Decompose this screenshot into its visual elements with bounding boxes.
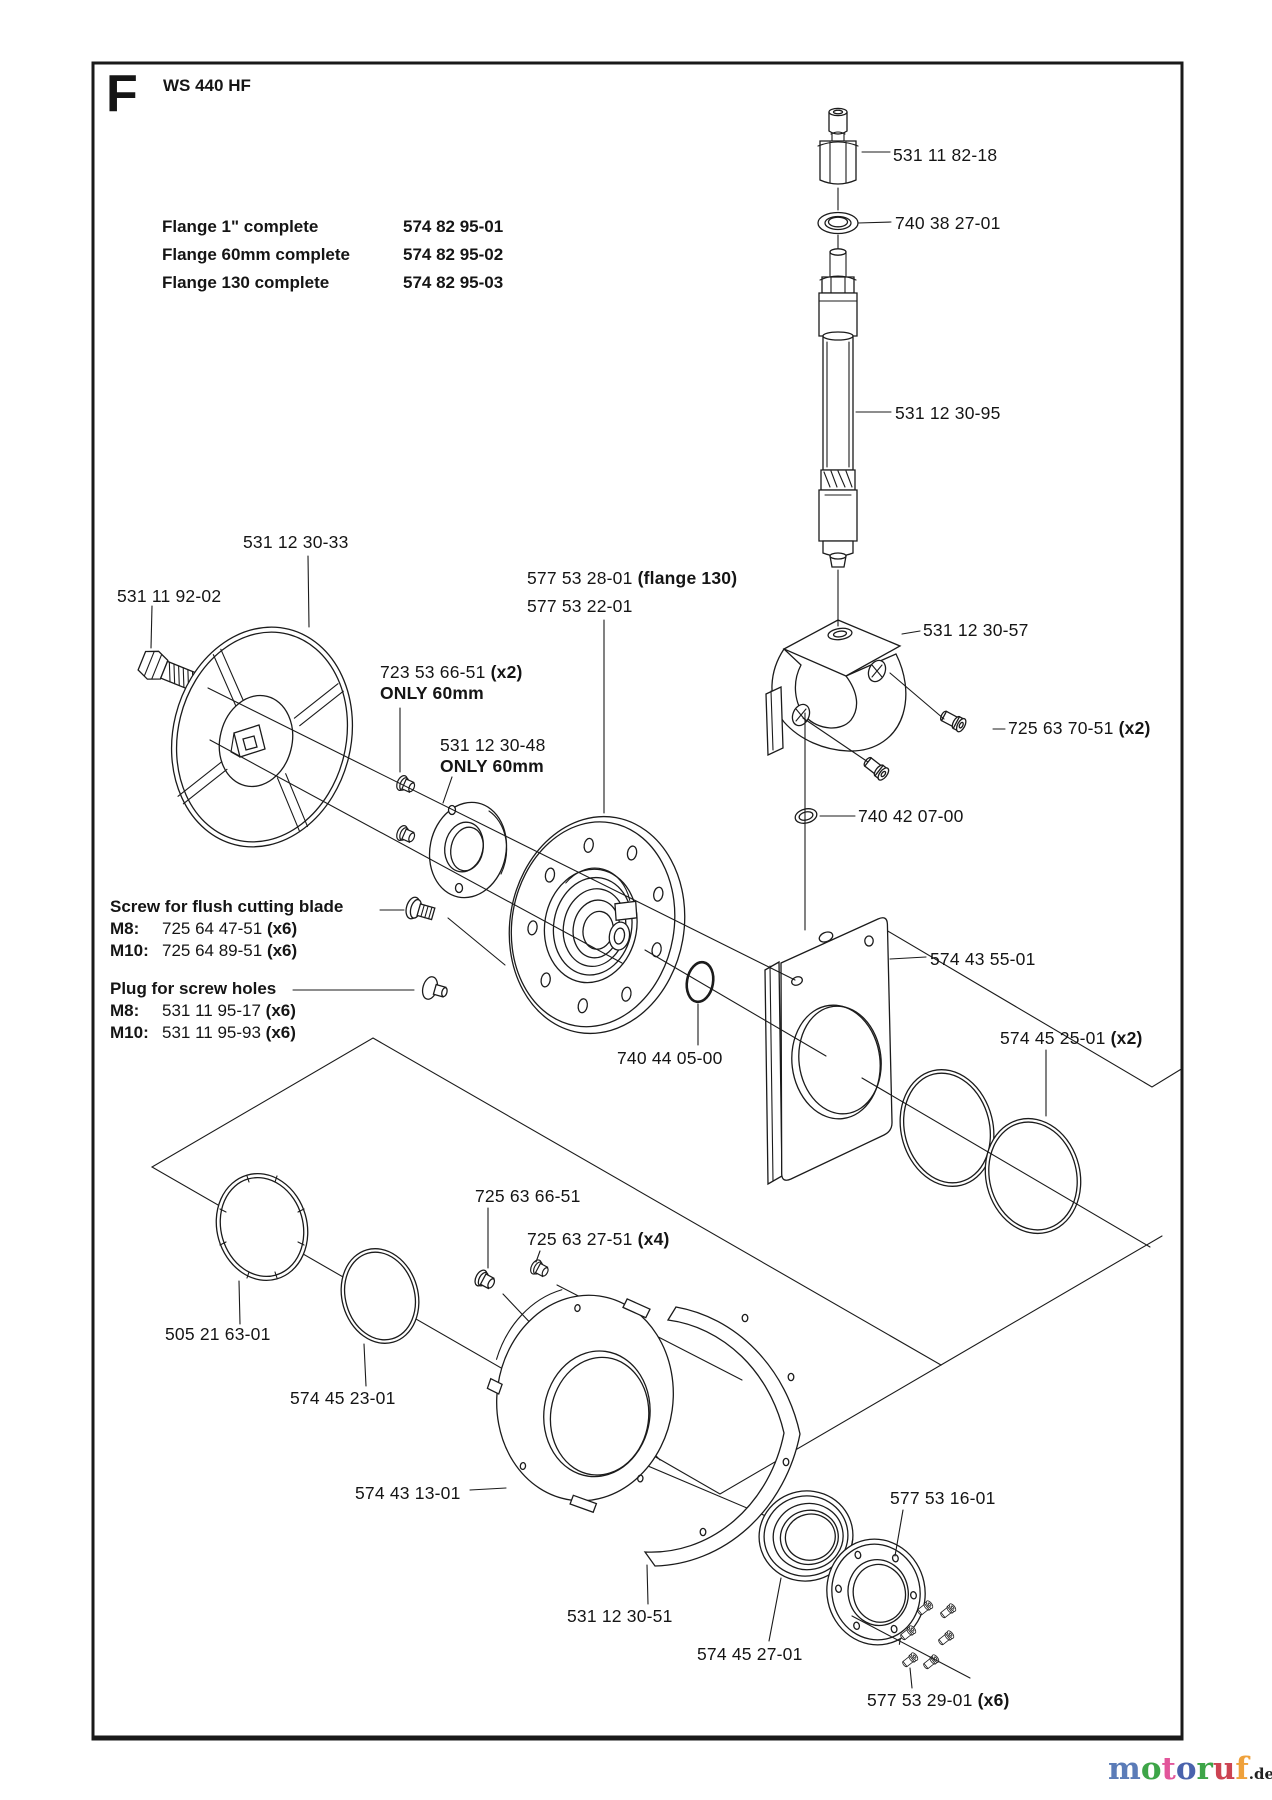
spacer-flange-drawing bbox=[428, 801, 508, 899]
label-outer-flange: 577 53 16-01 bbox=[890, 1488, 996, 1508]
inner-flange-disc-drawing bbox=[170, 626, 354, 848]
flush-screw-icon bbox=[405, 896, 436, 921]
flange-table-row: Flange 1" complete 574 82 95-01 bbox=[162, 213, 503, 241]
logo-letter: t bbox=[1161, 1751, 1176, 1787]
water-tube-drawing bbox=[818, 248, 858, 568]
flange-number: 574 82 95-03 bbox=[403, 273, 504, 292]
spacer-screw-1 bbox=[394, 773, 418, 797]
label-flange-bolt: 531 11 92-02 bbox=[117, 586, 222, 606]
label-bearing-housing: 531 12 30-57 bbox=[923, 620, 1029, 640]
label-oring: 740 42 07-00 bbox=[858, 806, 964, 826]
label-seal-ring: 505 21 63-01 bbox=[165, 1324, 271, 1344]
label-flange-screws6: 577 53 29-01 (x6) bbox=[867, 1690, 1010, 1710]
logo-letter: o bbox=[1140, 1751, 1162, 1787]
label-guard-segment: 531 12 30-51 bbox=[567, 1606, 673, 1626]
motoruf-logo: motoruf.de bbox=[1108, 1752, 1272, 1786]
housing-screw-2 bbox=[860, 754, 892, 783]
guard-segment-drawing bbox=[643, 1306, 801, 1567]
section-letter: F bbox=[106, 65, 138, 123]
label-blade-flange: 577 53 22-01 bbox=[527, 596, 633, 616]
logo-letter: m bbox=[1108, 1751, 1141, 1787]
label-guard-screw: 725 63 66-51 bbox=[475, 1186, 581, 1206]
label-washer: 740 38 27-01 bbox=[895, 213, 1001, 233]
label-hub-oring: 740 44 05-00 bbox=[617, 1048, 723, 1068]
flange-name: Flange 1" complete bbox=[162, 217, 319, 236]
plug-block: Plug for screw holes M8:531 11 95-17 (x6… bbox=[110, 979, 296, 1042]
guard-screw4-icon bbox=[527, 1257, 552, 1281]
label-support-ring: 574 45 23-01 bbox=[290, 1388, 396, 1408]
label-spacer-screws: 723 53 66-51 (x2) ONLY 60mm bbox=[380, 662, 523, 703]
mounting-plate-drawing bbox=[764, 917, 893, 1186]
flange-name: Flange 60mm complete bbox=[162, 245, 351, 264]
logo-letter: u bbox=[1212, 1751, 1236, 1787]
blade-guard-drawing bbox=[486, 1289, 674, 1514]
logo-letter: f bbox=[1235, 1751, 1249, 1787]
label-water-tube: 531 12 30-95 bbox=[895, 403, 1001, 423]
flush-screw-block: Screw for flush cutting blade M8:725 64 … bbox=[110, 897, 344, 960]
plug-title: Plug for screw holes bbox=[110, 979, 277, 998]
outer-flange-drawing bbox=[826, 1538, 926, 1646]
flange-table: Flange 1" complete 574 82 95-01 Flange 60… bbox=[162, 213, 503, 297]
housing-screw-1 bbox=[937, 707, 969, 734]
bearing-drawing bbox=[758, 1490, 854, 1582]
washer-drawing bbox=[817, 187, 859, 249]
label-blade-flange-130: 577 53 28-01 (flange 130) bbox=[527, 568, 738, 588]
label-plate-rings: 574 45 25-01 (x2) bbox=[1000, 1028, 1143, 1048]
flange-number: 574 82 95-02 bbox=[403, 245, 504, 264]
hub-oring-drawing bbox=[685, 960, 715, 1004]
label-guard-screws4: 725 63 27-51 (x4) bbox=[527, 1229, 670, 1249]
bearing-housing-drawing bbox=[765, 619, 907, 757]
label-blade-guard: 574 43 13-01 bbox=[355, 1483, 461, 1503]
flange-number: 574 82 95-01 bbox=[403, 217, 504, 236]
label-inner-flange-disc: 531 12 30-33 bbox=[243, 532, 349, 552]
logo-domain: .de bbox=[1248, 1765, 1272, 1783]
oring-drawing bbox=[794, 808, 818, 824]
plate-rings-drawing bbox=[899, 1069, 1082, 1235]
logo-letter: r bbox=[1196, 1751, 1213, 1787]
flange-name: Flange 130 complete bbox=[162, 273, 330, 292]
flush-screw-title: Screw for flush cutting blade bbox=[110, 897, 344, 916]
label-bearing: 574 45 27-01 bbox=[697, 1644, 803, 1664]
label-housing-screws: 725 63 70-51 (x2) bbox=[1008, 718, 1151, 738]
seal-ring-drawing bbox=[215, 1172, 309, 1282]
leader-lines bbox=[150, 151, 1151, 1689]
flange-table-row: Flange 60mm complete 574 82 95-02 bbox=[162, 241, 503, 269]
support-ring-drawing bbox=[340, 1248, 420, 1344]
model-title: WS 440 HF bbox=[163, 76, 251, 95]
logo-letter: o bbox=[1175, 1751, 1197, 1787]
label-mounting-plate: 574 43 55-01 bbox=[930, 949, 1036, 969]
plug-icon bbox=[421, 976, 448, 1000]
label-spacer-flange: 531 12 30-48 ONLY 60mm bbox=[440, 735, 546, 776]
flange-table-row: Flange 130 complete 574 82 95-03 bbox=[162, 269, 503, 297]
label-water-fitting: 531 11 82-18 bbox=[893, 145, 998, 165]
blade-flange-drawing bbox=[508, 815, 686, 1035]
water-fitting-drawing bbox=[817, 107, 859, 185]
guard-screw-icon bbox=[471, 1267, 499, 1293]
